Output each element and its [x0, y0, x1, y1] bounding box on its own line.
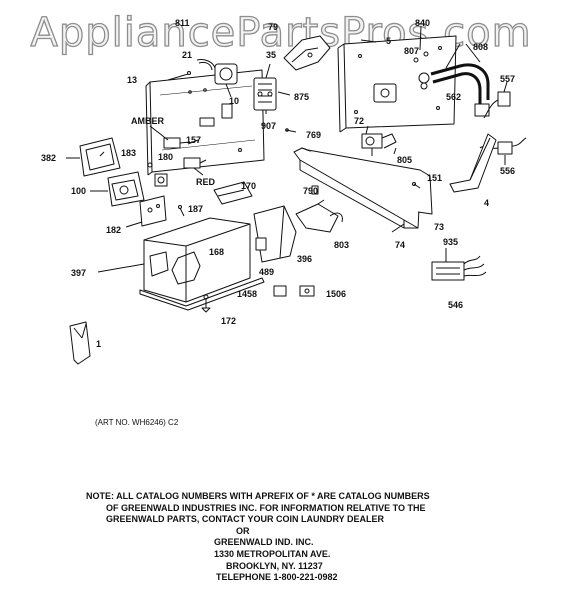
callout-4: 4	[484, 198, 490, 208]
callout-187: 187	[188, 204, 204, 214]
part-172-screw	[201, 294, 211, 313]
part-180-knob	[154, 173, 168, 187]
callout-168: 168	[209, 247, 225, 257]
callout-382: 382	[41, 153, 57, 163]
part-10-selector-switch	[214, 63, 238, 98]
callout-803: 803	[334, 240, 350, 250]
callout-180: 180	[158, 152, 174, 162]
callout-183: 183	[121, 148, 137, 158]
callout-72: 72	[354, 116, 365, 126]
callout-556: 556	[500, 166, 516, 176]
callout-769: 769	[306, 130, 322, 140]
part-157-amber-light	[163, 137, 191, 149]
part-811-wire	[196, 59, 216, 71]
part-1458-clip	[273, 285, 287, 297]
greenwald-note: NOTE: ALL CATALOG NUMBERS WITH APREFIX O…	[86, 491, 486, 584]
note-line: OF GREENWALD INDUSTRIES INC. FOR INFORMA…	[106, 502, 426, 513]
callout-875: 875	[294, 92, 310, 102]
callout-red: RED	[196, 177, 216, 187]
callout-172: 172	[221, 316, 237, 326]
callout-35: 35	[266, 50, 277, 60]
callout-935: 935	[443, 237, 459, 247]
callout-907: 907	[261, 121, 277, 131]
callout-1: 1	[96, 339, 102, 349]
callout-790: 790	[303, 186, 319, 196]
callout-5: 5	[386, 36, 392, 46]
callout-170: 170	[241, 181, 257, 191]
callout-397: 397	[71, 268, 87, 278]
part-790-screw	[311, 185, 319, 195]
callout-562: 562	[446, 92, 462, 102]
callout-546: 546	[448, 300, 464, 310]
part-157-red-light	[183, 157, 207, 169]
part-382-lens	[79, 137, 121, 177]
callout-1458: 1458	[237, 289, 258, 299]
callout-13: 13	[127, 75, 138, 85]
part-4-side-bracket	[449, 133, 497, 193]
callout-805: 805	[397, 155, 413, 165]
part-170-insulator	[213, 181, 253, 205]
part-546-wire-harness	[431, 255, 487, 281]
part-182-bracket	[139, 195, 167, 227]
part-803-component	[295, 199, 343, 233]
note-line: OR	[236, 525, 250, 536]
callout-1506: 1506	[326, 289, 347, 299]
callout-79: 79	[268, 22, 279, 32]
part-556-switch	[479, 137, 527, 155]
callout-157: 157	[186, 135, 202, 145]
part-489-clip	[255, 237, 267, 251]
callout-73: 73	[434, 222, 445, 232]
note-line: GREENWALD PARTS, CONTACT YOUR COIN LAUND…	[106, 514, 385, 525]
note-line: TELEPHONE 1-800-221-0982	[216, 572, 338, 583]
callout-489: 489	[259, 267, 275, 277]
note-line: BROOKLYN, NY. 11237	[226, 560, 323, 571]
callout-808: 808	[473, 42, 489, 52]
callout-10: 10	[229, 96, 240, 106]
callout-840: 840	[415, 18, 431, 28]
callout-74: 74	[395, 240, 406, 250]
callout-557: 557	[500, 74, 516, 84]
note-line: 1330 METROPOLITAN AVE.	[214, 548, 331, 559]
part-396-shield	[253, 205, 297, 263]
part-907-timer	[253, 77, 277, 114]
part-805-water-valve	[361, 133, 397, 156]
callout-807: 807	[404, 46, 420, 56]
part-397-control-housing	[139, 217, 265, 311]
callout-amber: AMBER	[131, 116, 164, 126]
callout-151: 151	[427, 173, 443, 183]
part-1-instructions	[69, 321, 91, 365]
callout-182: 182	[106, 225, 122, 235]
part-5-backsplash	[337, 35, 457, 133]
part-1506-clip	[299, 285, 315, 297]
callout-21: 21	[182, 50, 193, 60]
art-number: (ART NO. WH6246) C2	[95, 418, 179, 427]
part-808-inlet-hoses	[413, 51, 490, 117]
note-line: GREENWALD IND. INC.	[214, 537, 314, 548]
note-line: NOTE: ALL CATALOG NUMBERS WITH APREFIX O…	[86, 491, 430, 501]
part-100-switch-assembly	[107, 171, 145, 207]
callout-396: 396	[297, 254, 313, 264]
part-79-bracket	[283, 35, 331, 71]
callout-100: 100	[71, 186, 87, 196]
callout-811: 811	[175, 18, 190, 28]
